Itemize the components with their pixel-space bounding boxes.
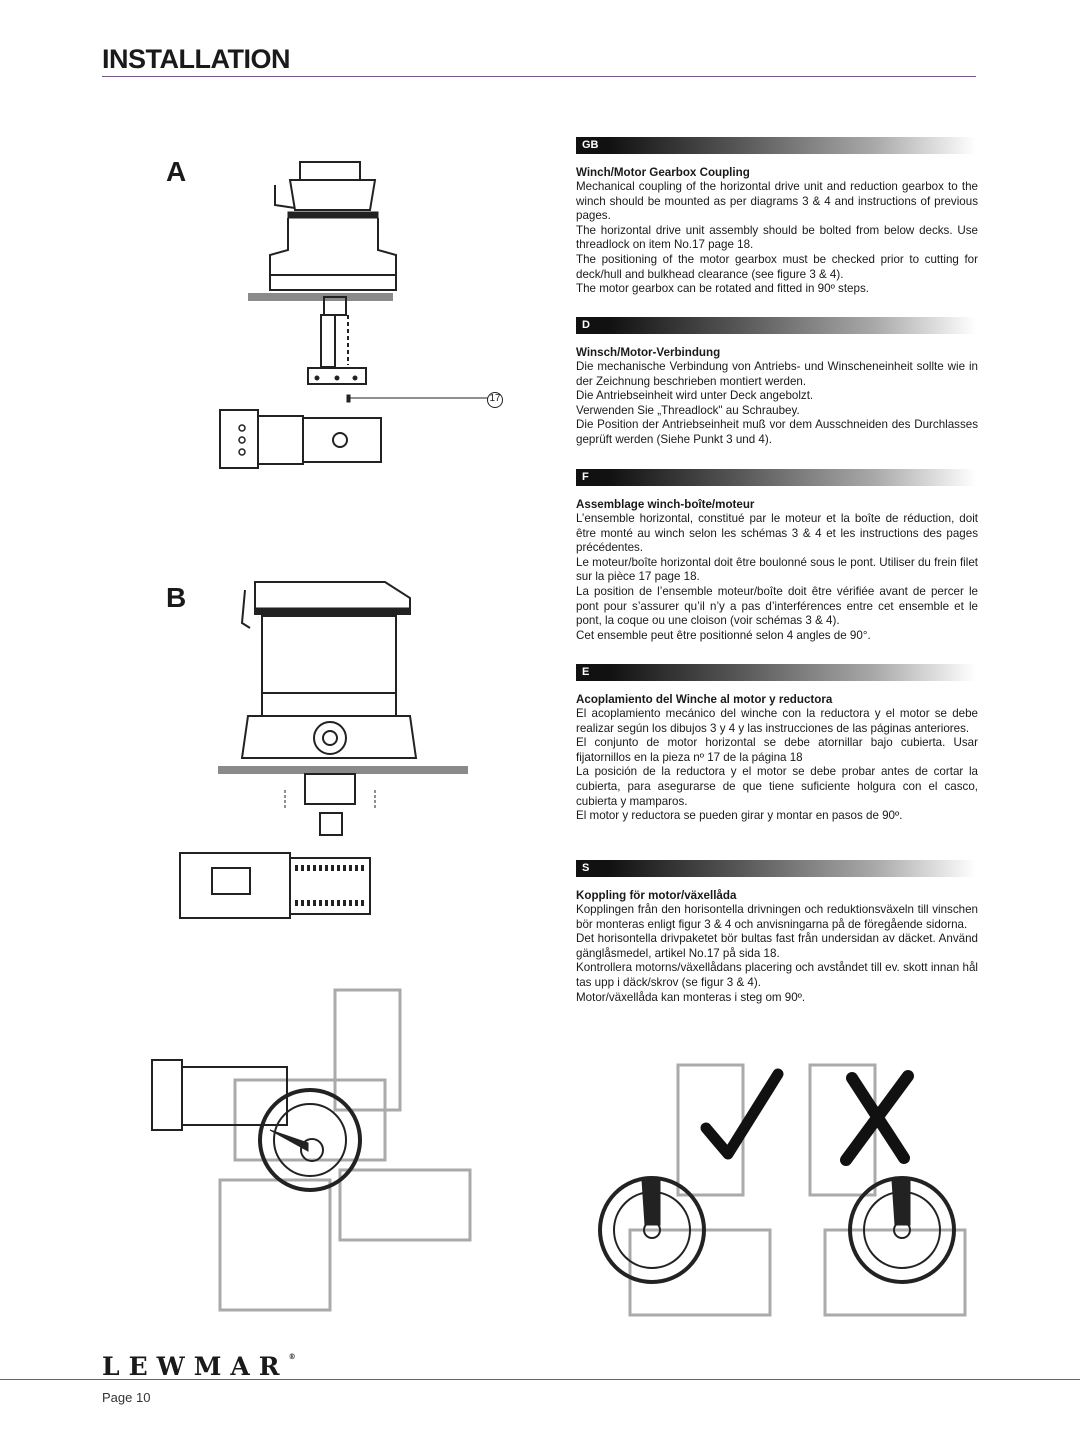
paragraph: Kopplingen från den horisontella drivnin… xyxy=(576,903,978,931)
section-heading: Assemblage winch-boîte/moteur xyxy=(576,498,755,511)
paragraph: Mechanical coupling of the horizontal dr… xyxy=(576,180,978,223)
figure-a-label: A xyxy=(166,156,187,187)
section-bar: S xyxy=(576,860,976,877)
paragraph: Verwenden Sie „Threadlock" au Schraubey. xyxy=(576,403,800,417)
section-bar: F xyxy=(576,469,976,486)
paragraph: Die Position der Antriebseinheit muß vor… xyxy=(576,418,978,446)
paragraph: Die Antriebseinheit wird unter Deck ange… xyxy=(576,389,814,403)
language-code: E xyxy=(582,666,590,678)
figure-b-diagram xyxy=(179,581,468,919)
language-code: S xyxy=(582,862,590,874)
language-code: GB xyxy=(582,139,599,151)
section-bar: GB xyxy=(576,137,976,154)
paragraph: Die mechanische Verbindung von Antriebs-… xyxy=(576,360,978,388)
paragraph: Cet ensemble peut être positionné selon … xyxy=(576,628,871,642)
page-number: Page 10 xyxy=(102,1390,151,1405)
part-17-number: 17 xyxy=(489,393,501,404)
language-code: F xyxy=(582,471,589,483)
section-bar: D xyxy=(576,317,976,334)
paragraph: The motor gearbox can be rotated and fit… xyxy=(576,282,869,296)
figure-a-diagram xyxy=(219,161,488,469)
page-title: INSTALLATION xyxy=(102,44,290,74)
registered-mark: ® xyxy=(288,1352,296,1361)
section-e: E Acoplamiento del Winche al motor y red… xyxy=(576,664,978,824)
section-heading: Koppling för motor/växellåda xyxy=(576,889,737,902)
brand-logo: LEWMAR® xyxy=(102,1352,296,1381)
bottom-left-isometric-diagram xyxy=(151,988,472,1312)
paragraph: El acoplamiento mecánico del winche con … xyxy=(576,707,978,735)
paragraph: El conjunto de motor horizontal se debe … xyxy=(576,736,978,764)
paragraph: The horizontal drive unit assembly shoul… xyxy=(576,223,978,252)
cross-icon xyxy=(840,1070,914,1166)
figure-b-label: B xyxy=(166,582,187,613)
checkmark-icon xyxy=(700,1068,784,1160)
correct-incorrect-diagrams xyxy=(598,1063,967,1317)
paragraph: El motor y reductora se pueden girar y m… xyxy=(576,809,903,823)
section-heading: Winch/Motor Gearbox Coupling xyxy=(576,166,750,179)
section-heading: Winsch/Motor-Verbindung xyxy=(576,346,721,359)
paragraph: The positioning of the motor gearbox mus… xyxy=(576,252,978,281)
paragraph: Det horisontella drivpaketet bör bultas … xyxy=(576,932,978,960)
paragraph: Motor/växellåda kan monteras i steg om 9… xyxy=(576,990,806,1004)
section-gb: GB Winch/Motor Gearbox Coupling Mechanic… xyxy=(576,137,978,297)
paragraph: La position de l’ensemble moteur/boîte d… xyxy=(576,584,978,628)
section-d: D Winsch/Motor-Verbindung Die mechanisch… xyxy=(576,317,978,448)
section-heading: Acoplamiento del Winche al motor y reduc… xyxy=(576,693,833,706)
part-17-callout xyxy=(487,392,503,408)
paragraph: Kontrollera motorns/växellådans placerin… xyxy=(576,961,978,989)
section-bar: E xyxy=(576,664,976,681)
paragraph: Le moteur/boîte horizontal doit être bou… xyxy=(576,555,978,584)
paragraph: L’ensemble horizontal, constitué par le … xyxy=(576,512,978,555)
section-f: F Assemblage winch-boîte/moteur L’ensemb… xyxy=(576,469,978,643)
brand-name: LEWMAR xyxy=(102,1352,289,1381)
section-s: S Koppling för motor/växellåda Kopplinge… xyxy=(576,860,978,1005)
language-code: D xyxy=(582,319,590,331)
footer-divider xyxy=(0,1379,1080,1380)
paragraph: La posición de la reductora y el motor s… xyxy=(576,765,978,808)
title-divider xyxy=(102,76,976,77)
